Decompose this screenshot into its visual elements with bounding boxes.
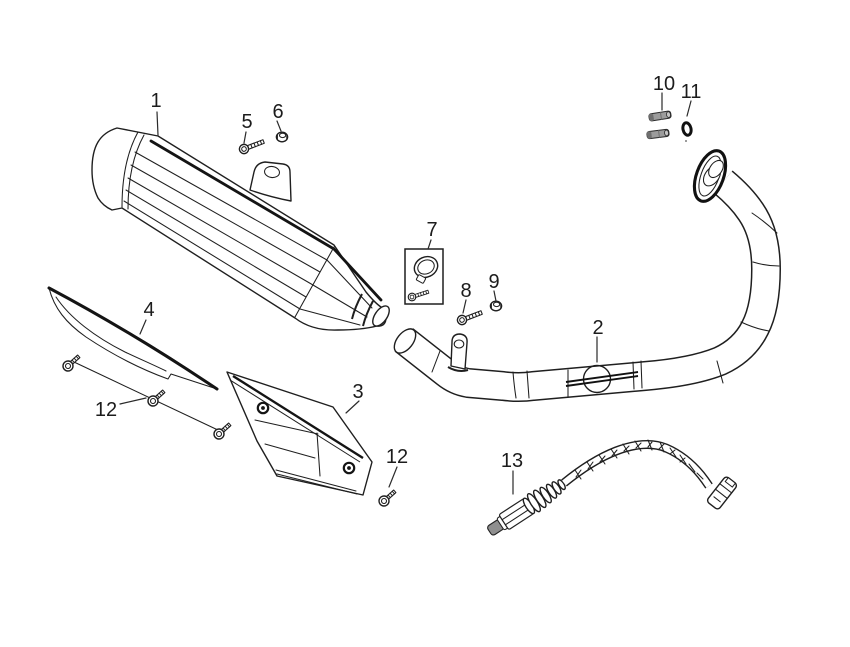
stud-10-a [648, 110, 672, 122]
nut-9 [489, 300, 503, 312]
part-label-12-left: 12 [95, 399, 117, 421]
nut-6 [275, 131, 289, 143]
part-label-4: 4 [143, 299, 154, 321]
part-label-7: 7 [426, 219, 437, 241]
heat-shield-lower [226, 371, 373, 496]
leader-12-right [388, 466, 398, 488]
leader-12-left [119, 397, 147, 405]
muffler-silencer [91, 127, 390, 331]
pipe-mount-tab [447, 333, 469, 372]
leader-8 [462, 299, 467, 314]
bolt-8 [455, 307, 484, 327]
part-labels: 1 2 3 4 5 6 7 8 9 10 11 12 12 13 [95, 73, 702, 472]
leader-1 [156, 111, 159, 136]
heat-shield-strip [47, 286, 219, 391]
exhaust-header-pipe [393, 149, 781, 402]
leader-3 [345, 400, 360, 414]
screw-12-d [376, 486, 399, 509]
muffler-hanger-bracket [249, 161, 292, 202]
part-label-5: 5 [241, 111, 252, 133]
cable-braid-texture [574, 439, 704, 480]
part-label-2: 2 [592, 317, 603, 339]
o-ring-11 [681, 121, 693, 142]
part-label-11: 11 [681, 81, 702, 103]
part-label-6: 6 [272, 101, 283, 123]
leader-lines [119, 92, 692, 495]
leader-6 [276, 120, 282, 132]
part-label-3: 3 [352, 381, 363, 403]
part-label-12-right: 12 [386, 446, 408, 468]
pipe-inlet-flange [692, 149, 728, 203]
leader-9 [493, 290, 497, 302]
shield-screws [60, 351, 399, 509]
leader-5 [243, 131, 247, 144]
part-label-13: 13 [501, 450, 523, 472]
screw-12-c [211, 419, 234, 442]
bolt-5 [237, 136, 266, 156]
part-label-10: 10 [653, 73, 675, 95]
rivet [256, 401, 270, 415]
clamp-kit-box [404, 248, 444, 305]
sensor-connector [706, 476, 738, 510]
leader-4 [139, 319, 147, 335]
rivet [342, 461, 356, 475]
leader-7 [427, 239, 432, 250]
leader-11 [686, 100, 692, 117]
oxygen-sensor [487, 439, 738, 536]
part-label-8: 8 [460, 280, 471, 302]
part-label-1: 1 [150, 90, 161, 112]
stud-10-b [646, 128, 670, 140]
part-label-9: 9 [488, 271, 499, 293]
screw-12-a [60, 351, 83, 374]
